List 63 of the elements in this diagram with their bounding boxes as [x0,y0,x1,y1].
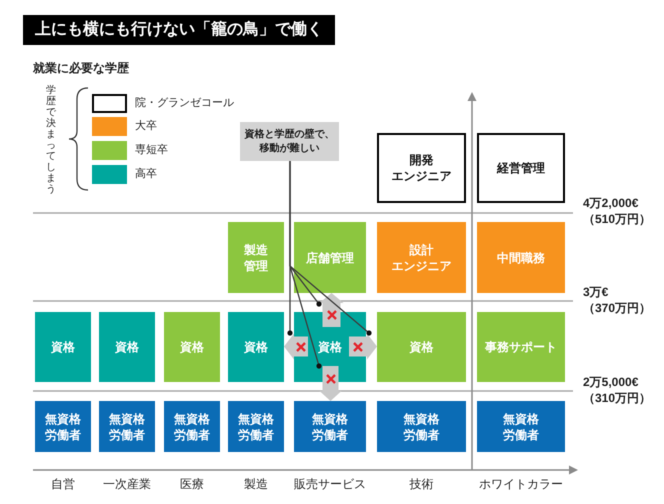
block-arrow [284,333,308,360]
job-box [164,312,220,382]
job-box [228,312,284,382]
job-label: 資格 [180,339,204,355]
job-box [35,312,91,382]
job-label: 資格 [318,339,342,355]
job-label: 中間職務 [497,250,545,266]
job-label: 無資格労働者 [174,410,210,442]
job-box [377,133,466,203]
industry-label: 製造 [244,476,268,492]
job-box [477,222,565,293]
callout-text: 資格と学歴の壁で、移動が難しい [244,128,334,156]
job-box [164,401,220,452]
job-box [477,133,565,203]
industry-label: 技術 [410,476,434,492]
legend-label: 高卒 [135,167,157,182]
job-label: 無資格労働者 [109,410,145,442]
job-label: 資格 [244,339,268,355]
job-box [228,222,284,293]
legend-label: 専短卒 [135,143,168,158]
job-box [477,312,565,382]
salary-label: 3万€（370万円） [583,284,652,316]
job-box [377,401,466,452]
job-label: 無資格労働者 [238,410,274,442]
title-text: 上にも横にも行けない「籠の鳥」で働く [35,22,323,38]
job-label: 資格 [410,339,434,355]
block-arrow [319,293,344,327]
job-label: 無資格労働者 [312,410,348,442]
job-box [377,312,466,382]
job-box [294,222,366,293]
job-box [99,401,155,452]
job-label: 開発エンジニア [392,152,452,184]
callout-box [240,122,339,161]
job-box [294,401,366,452]
job-box [228,401,284,452]
salary-label: 2万5,000€（310万円） [583,374,652,406]
job-label: 経営管理 [497,160,545,176]
job-label: 無資格労働者 [404,410,440,442]
legend-label: 大卒 [135,119,157,134]
block-arrow [349,333,377,360]
legend-label: 院・グランゼコール [135,96,234,111]
job-box [35,401,91,452]
job-label: 製造管理 [244,242,268,274]
vertical-note: 学歴で決まってしまう [46,85,56,195]
industry-label: 販売サービス [294,476,366,492]
job-label: 無資格労働者 [45,410,81,442]
section-heading: 就業に必要な学歴 [33,60,129,76]
industry-label: ホワイトカラー [479,476,563,492]
job-label: 無資格労働者 [503,410,539,442]
job-box [99,312,155,382]
block-arrow [319,366,342,401]
job-label: 設計エンジニア [392,242,452,274]
industry-label: 一次産業 [103,476,151,492]
salary-label: 4万2,000€（510万円） [583,195,652,227]
job-label: 資格 [51,339,75,355]
job-label: 店舗管理 [306,250,354,266]
job-label: 資格 [115,339,139,355]
leader-line [289,161,322,369]
industry-label: 医療 [180,476,204,492]
job-box [377,222,466,293]
job-box [477,401,565,452]
industry-label: 自営 [51,476,75,492]
job-label: 事務サポート [485,339,557,355]
